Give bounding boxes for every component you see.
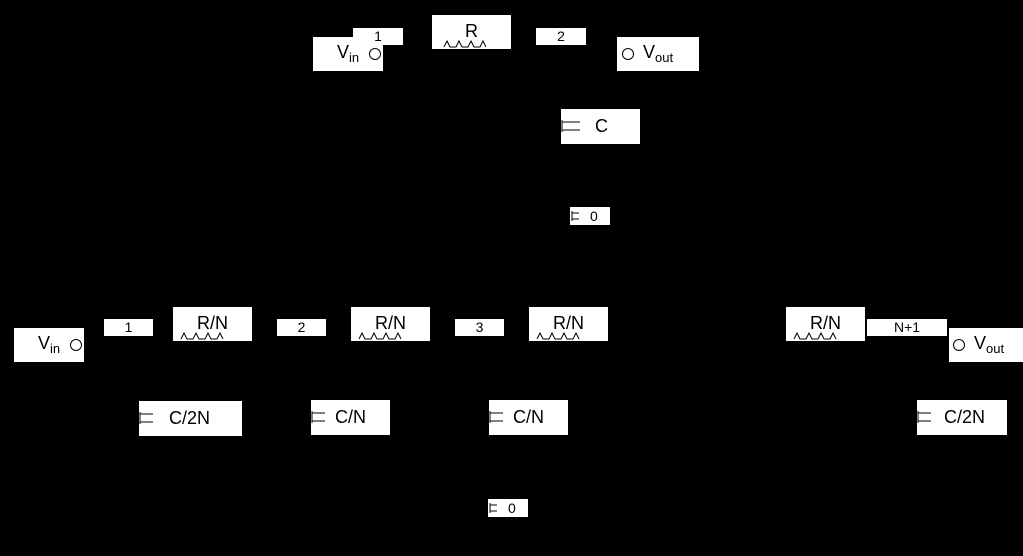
capacitor-plates-icon: [917, 411, 931, 423]
ground-icon: [489, 503, 497, 513]
bottom-ground: 0: [488, 499, 528, 517]
bottom-capacitor-3-label: C/N: [513, 407, 544, 427]
port-circle-icon: [953, 339, 965, 351]
bottom-node-1-label: 1: [104, 319, 153, 336]
bottom-resistor-n-label: R/N: [810, 313, 841, 333]
top-node-2-label: 2: [536, 28, 586, 45]
top-node-1-label: 1: [353, 28, 403, 45]
bottom-node-3-label: 3: [455, 319, 504, 336]
bottom-vout-label: Vout: [974, 333, 1005, 356]
bottom-capacitor-1-label: C/2N: [169, 408, 211, 428]
bottom-capacitor-4: C/2N: [917, 400, 1007, 435]
capacitor-plates-icon: [311, 411, 325, 423]
bottom-capacitor-3: C/N: [489, 400, 568, 435]
capacitor-plates-icon: [489, 411, 503, 423]
bottom-vin-label: Vin: [38, 333, 61, 356]
top-vout-port: Vout: [617, 37, 699, 71]
bottom-resistor-1-label: R/N: [197, 313, 228, 333]
port-circle-icon: [369, 48, 381, 60]
bottom-resistor-2-label: R/N: [375, 313, 406, 333]
bottom-ground-label: 0: [508, 500, 516, 516]
capacitor-plates-icon: [139, 412, 153, 424]
port-circle-icon: [622, 48, 634, 60]
ground-icon: [571, 211, 579, 221]
bottom-vout-port: Vout: [949, 328, 1023, 362]
bottom-capacitor-4-label: C/2N: [944, 407, 986, 427]
port-circle-icon: [70, 339, 82, 351]
bottom-resistor-2: R/N: [351, 307, 430, 341]
bottom-resistor-3-label: R/N: [553, 313, 584, 333]
bottom-capacitor-2-label: C/N: [335, 407, 366, 427]
bottom-resistor-1: R/N: [173, 307, 252, 341]
top-vin-label: Vin: [337, 42, 360, 65]
bottom-vin-port: Vin: [14, 328, 84, 362]
top-ground-label: 0: [590, 208, 598, 224]
capacitor-plates-icon: [561, 120, 580, 132]
bottom-resistor-n: R/N: [786, 307, 865, 341]
resistor-zigzag-icon: [443, 40, 487, 48]
resistor-zigzag-icon: [536, 332, 580, 340]
top-ground: 0: [570, 207, 610, 225]
top-resistor-label: R: [465, 21, 478, 41]
top-resistor-r: R: [432, 15, 511, 49]
bottom-capacitor-1: C/2N: [139, 401, 242, 436]
resistor-zigzag-icon: [358, 332, 402, 340]
top-vout-label: Vout: [643, 42, 674, 65]
resistor-zigzag-icon: [793, 332, 837, 340]
bottom-resistor-3: R/N: [529, 307, 608, 341]
bottom-node-2-label: 2: [277, 319, 326, 336]
top-capacitor-label: C: [595, 116, 608, 136]
bottom-node-last-label: N+1: [867, 319, 947, 336]
resistor-zigzag-icon: [180, 332, 224, 340]
top-capacitor-c: C: [561, 109, 640, 144]
bottom-capacitor-2: C/N: [311, 400, 390, 435]
